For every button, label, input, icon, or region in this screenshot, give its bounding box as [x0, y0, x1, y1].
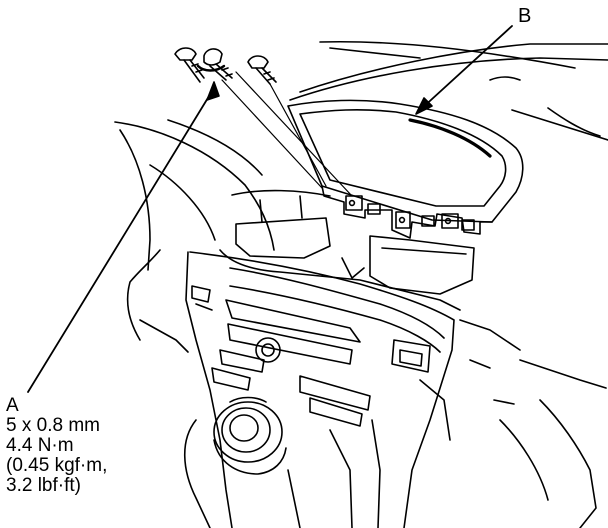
- callout-a-label: A: [6, 395, 19, 416]
- audio-control-panel: [185, 251, 455, 528]
- screw-size-spec: 5 x 0.8 mm: [6, 415, 100, 436]
- torque-nm-spec: 4.4 N·m: [6, 435, 74, 456]
- torque-kgf-spec: (0.45 kgf·m,: [6, 455, 108, 476]
- dashboard-upper-outline: [289, 40, 608, 141]
- torque-lbf-spec: 3.2 lbf·ft): [6, 475, 81, 496]
- screw-a-left: [174, 47, 205, 83]
- callout-b-label: B: [518, 5, 532, 27]
- callout-a-spec-block: A 5 x 0.8 mm 4.4 N·m (0.45 kgf·m, 3.2 lb…: [6, 396, 107, 496]
- screw-leader-lines: [221, 71, 353, 197]
- center-console-lower: [139, 319, 607, 528]
- display-opening: [219, 189, 475, 311]
- screw-a-center: [196, 48, 233, 81]
- screw-a-right: [247, 55, 277, 85]
- navigation-display-unit: [287, 99, 524, 239]
- control-knob: [213, 396, 287, 475]
- callout-b-pointer: [415, 25, 513, 115]
- dashboard-left-outline: [114, 119, 275, 341]
- callout-a-pointer: [27, 81, 220, 393]
